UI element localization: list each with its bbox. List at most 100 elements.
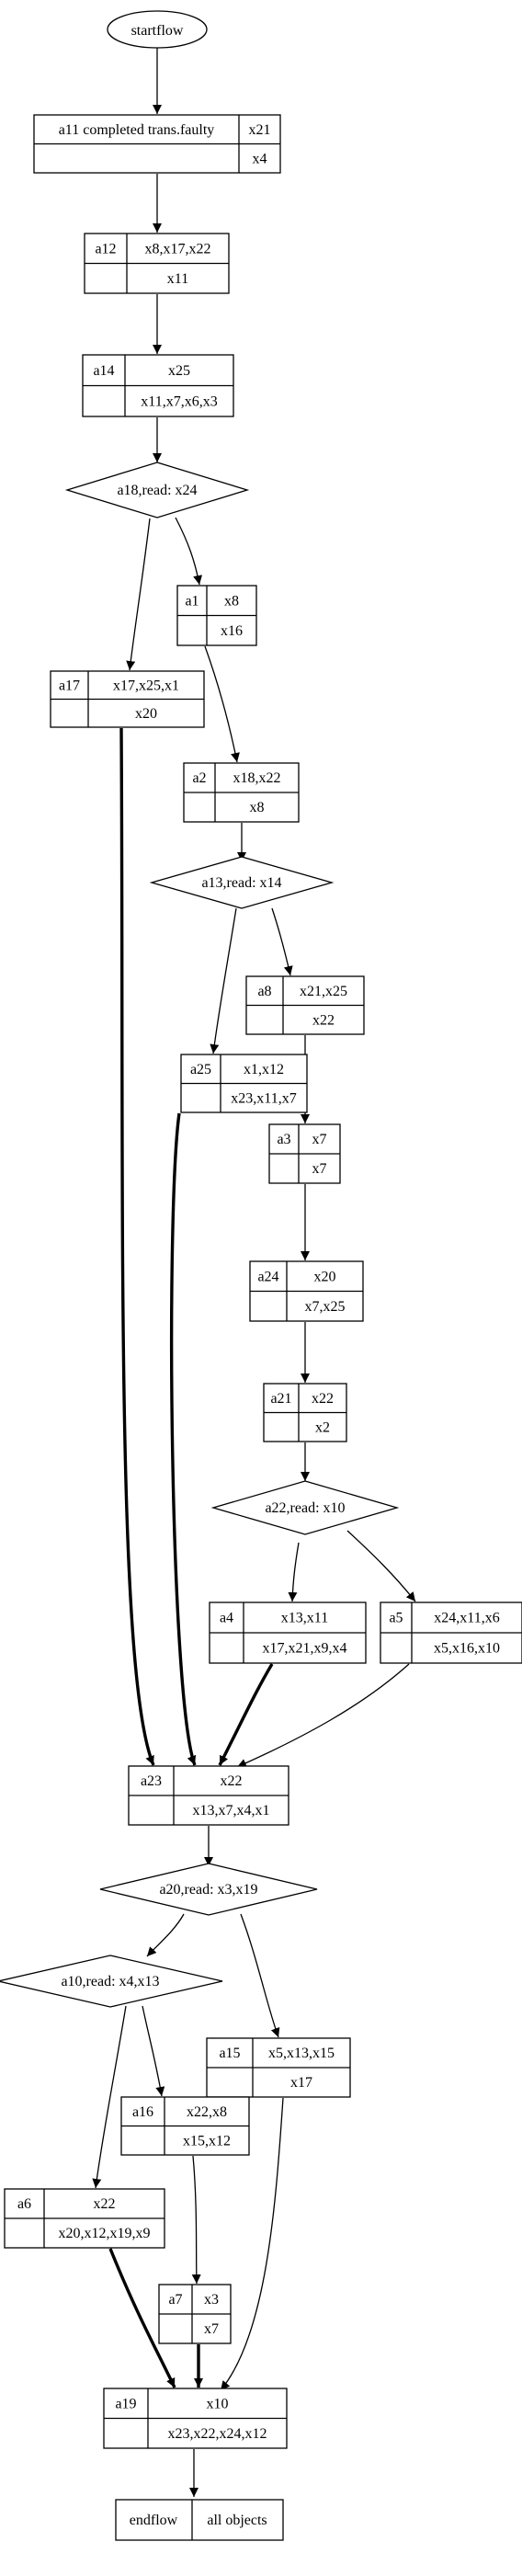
process-node-a2: a2 x18,x22 x8 <box>183 762 300 823</box>
edge-a20-a15 <box>240 1913 280 2038</box>
node-inputs: x22 <box>312 1391 334 1407</box>
decision-label: a10,read: x4,x13 <box>61 1974 159 1989</box>
node-outputs: x23,x22,x24,x12 <box>168 2426 267 2442</box>
node-outputs: x5,x16,x10 <box>434 1641 500 1657</box>
node-label: a2 <box>192 770 206 786</box>
edge-a18-a1 <box>175 517 203 586</box>
node-label: a25 <box>190 1062 211 1077</box>
node-inputs: x21,x25 <box>300 984 347 999</box>
process-node-a4: a4 x13,x11 x17,x21,x9,x4 <box>209 1601 367 1664</box>
edge-a15-a19 <box>220 2097 284 2391</box>
node-inputs: x24,x11,x6 <box>434 1611 499 1626</box>
node-label: a21 <box>270 1391 291 1407</box>
node-outputs: x7,x25 <box>305 1299 346 1315</box>
node-inputs: x10 <box>207 2396 229 2411</box>
node-label: a19 <box>115 2396 136 2411</box>
edge-a10-a16 <box>142 2005 165 2097</box>
node-outputs: x2 <box>315 1419 330 1435</box>
process-node-a19: a19 x10 x23,x22,x24,x12 <box>103 2388 288 2449</box>
end-terminal: endflow all objects <box>115 2499 284 2541</box>
edge-a13-a25 <box>210 907 237 1054</box>
decision-label: a20,read: x3,x19 <box>159 1882 257 1898</box>
node-outputs: x11 <box>167 271 188 287</box>
process-node-a8: a8 x21,x25 x22 <box>245 975 365 1035</box>
node-inputs: x18,x22 <box>233 770 281 786</box>
decision-label: a18,read: x24 <box>117 483 197 498</box>
node-outputs: x11,x7,x6,x3 <box>141 393 217 409</box>
node-label: a7 <box>168 2292 182 2308</box>
node-outputs: x17 <box>290 2075 312 2091</box>
edge-a1-a2 <box>204 645 240 763</box>
node-label: a12 <box>95 241 116 256</box>
node-inputs: x20 <box>314 1269 336 1284</box>
node-inputs: x13,x11 <box>281 1611 328 1626</box>
process-node-a11: a11 completed trans.faulty x21 x4 <box>33 114 281 174</box>
edge-a5-a23 <box>236 1663 410 1768</box>
edge-a22-a4 <box>288 1542 300 1602</box>
node-outputs: x22 <box>312 1012 335 1028</box>
edge-a20-a10 <box>146 1913 185 1957</box>
decision-node-a13: a13,read: x14 <box>149 856 335 909</box>
node-label: a6 <box>17 2196 31 2212</box>
edge-a16-a7 <box>191 2155 201 2285</box>
process-node-a6: a6 x22 x20,x12,x19,x9 <box>4 2188 165 2249</box>
node-label: a8 <box>257 984 271 999</box>
node-inputs: x22 <box>94 2196 116 2212</box>
start-terminal: startflow <box>107 10 208 49</box>
node-outputs: x7 <box>312 1161 327 1177</box>
node-label: a3 <box>277 1132 290 1147</box>
node-inputs: x22 <box>221 1773 243 1789</box>
node-label: a11 completed trans.faulty <box>59 122 215 138</box>
node-outputs: x7 <box>204 2321 219 2337</box>
decision-node-a18: a18,read: x24 <box>64 462 250 519</box>
start-label: startflow <box>131 23 184 39</box>
node-label: a16 <box>132 2104 153 2120</box>
node-inputs: x22,x8 <box>187 2104 227 2120</box>
node-inputs: x5,x13,x15 <box>268 2046 335 2061</box>
node-inputs: x8,x17,x22 <box>145 241 211 256</box>
node-outputs: x15,x12 <box>183 2133 231 2149</box>
edge-a4-a23 <box>218 1663 274 1766</box>
process-nodes: a11 completed trans.faulty x21 x4 a12 x8,x17… <box>4 114 522 2449</box>
edge-a22-a5 <box>346 1530 416 1602</box>
node-outputs: x16 <box>221 623 243 639</box>
edge-a17-a23 <box>119 727 155 1766</box>
node-label: a4 <box>220 1611 233 1626</box>
node-outputs: x4 <box>253 151 267 166</box>
process-node-a5: a5 x24,x11,x6 x5,x16,x10 <box>380 1601 522 1664</box>
node-label: a5 <box>389 1611 403 1626</box>
decision-label: a13,read: x14 <box>201 875 281 891</box>
node-inputs: x1,x12 <box>244 1062 284 1077</box>
edges <box>92 48 416 2497</box>
process-node-a12: a12 x8,x17,x22 x11 <box>84 233 230 294</box>
decision-node-a20: a20,read: x3,x19 <box>99 1863 318 1916</box>
process-node-a21: a21 x22 x2 <box>263 1383 347 1442</box>
end-label: endflow <box>130 2513 178 2528</box>
decision-node-a22: a22,read: x10 <box>210 1480 400 1535</box>
node-label: a17 <box>59 678 80 693</box>
process-node-a7: a7 x3 x7 <box>158 2284 232 2344</box>
process-node-a15: a15 x5,x13,x15 x17 <box>206 2037 351 2098</box>
edge-a6-a19 <box>108 2248 176 2388</box>
decision-label: a22,read: x10 <box>265 1500 345 1516</box>
edge-a13-a8 <box>271 907 293 976</box>
node-outputs: x17,x21,x9,x4 <box>263 1641 347 1657</box>
node-label: a24 <box>257 1269 278 1284</box>
node-label: a15 <box>219 2046 240 2061</box>
node-outputs: x8 <box>250 800 265 815</box>
edge-a10-a6 <box>92 2005 127 2189</box>
node-outputs: x20 <box>135 706 157 722</box>
node-inputs: x25 <box>168 363 190 379</box>
node-inputs: x3 <box>204 2292 219 2308</box>
node-inputs: x21 <box>249 122 271 138</box>
process-node-a16: a16 x22,x8 x15,x12 <box>120 2096 250 2156</box>
node-inputs: x17,x25,x1 <box>113 678 179 693</box>
node-outputs: x13,x7,x4,x1 <box>193 1803 270 1818</box>
node-outputs: x20,x12,x19,x9 <box>59 2226 151 2241</box>
